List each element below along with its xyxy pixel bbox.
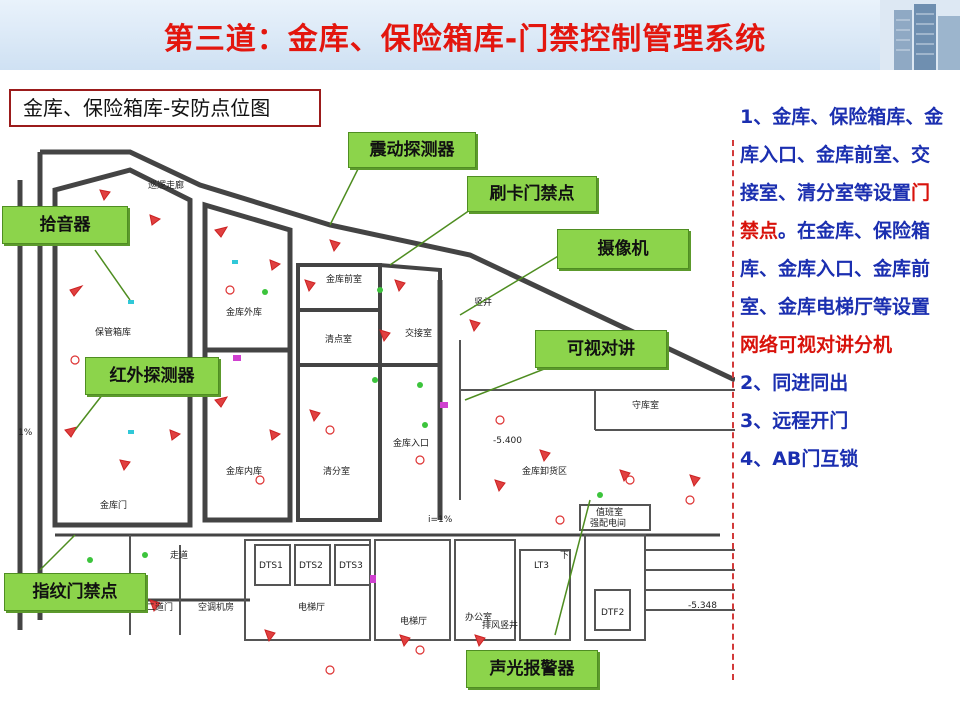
room-label: 金库内库 bbox=[226, 465, 262, 477]
highlight-text: 禁点 bbox=[740, 220, 779, 242]
header-banner: 第三道：金库、保险箱库-门禁控制管理系统 bbox=[0, 0, 960, 70]
list-item: 禁点。在金库、保险箱 bbox=[740, 212, 960, 250]
list-item: 2、同进同出 bbox=[740, 372, 849, 394]
list-item: 库入口、金库前室、交 bbox=[740, 144, 931, 166]
list-text: 接室、清分室等设置 bbox=[740, 182, 912, 204]
level-label: -5.400 bbox=[493, 436, 522, 446]
highlight-text: 门 bbox=[911, 182, 931, 204]
callout-video-intercom: 可视对讲 bbox=[535, 330, 667, 368]
callout-shake-detector: 震动探测器 bbox=[348, 132, 476, 168]
callout-camera: 摄像机 bbox=[557, 229, 689, 269]
list-item: 3、远程开门 bbox=[740, 410, 849, 432]
callout-card-access: 刷卡门禁点 bbox=[467, 176, 597, 212]
room-label: 电梯厅 bbox=[298, 601, 325, 613]
room-label: 清点室 bbox=[325, 333, 352, 345]
level-label: -5.348 bbox=[688, 601, 717, 611]
stair-label: 下 bbox=[560, 551, 569, 561]
feature-list: 1、金库、保险箱库、金 库入口、金库前室、交 接室、清分室等设置门 禁点。在金库… bbox=[740, 98, 960, 478]
room-label: 守库室 bbox=[632, 399, 659, 411]
room-label: 巡逻走廊 bbox=[148, 179, 184, 191]
room-label: 交接室 bbox=[405, 327, 432, 339]
list-item: 接室、清分室等设置门 bbox=[740, 174, 960, 212]
divider bbox=[732, 140, 736, 680]
list-item: 库、金库入口、金库前 bbox=[740, 258, 931, 280]
room-label: LT3 bbox=[534, 561, 549, 571]
callout-sound-pickup: 拾音器 bbox=[2, 206, 128, 244]
room-label: 金库外库 bbox=[226, 306, 262, 318]
room-label: 金库入口 bbox=[393, 437, 429, 449]
building-icon bbox=[880, 0, 960, 70]
room-label: 金库前室 bbox=[326, 273, 362, 285]
room-label: 电梯厅 bbox=[400, 615, 427, 627]
room-label: 空调机房 bbox=[198, 601, 234, 613]
room-label: DTS1 bbox=[259, 561, 283, 571]
room-label: 走道 bbox=[170, 549, 188, 561]
room-label: DTS2 bbox=[299, 561, 323, 571]
list-item: 1、金库、保险箱库、金 bbox=[740, 106, 944, 128]
room-label: 保管箱库 bbox=[95, 326, 131, 338]
room-label: DTF2 bbox=[601, 608, 624, 618]
list-item: 4、AB门互锁 bbox=[740, 448, 859, 470]
room-label: 排风竖井 bbox=[482, 619, 518, 631]
list-text: 。在金库、保险箱 bbox=[778, 220, 931, 242]
map-caption: 金库、保险箱库-安防点位图 bbox=[9, 89, 321, 127]
room-label: 二道门 bbox=[146, 601, 173, 613]
room-label: DTS3 bbox=[339, 561, 363, 571]
room-label: 办公室 bbox=[465, 611, 492, 623]
callout-infrared-detector: 红外探测器 bbox=[85, 357, 219, 395]
room-label: 值班室 bbox=[596, 506, 623, 518]
list-item: 网络可视对讲分机 bbox=[740, 334, 893, 356]
slope-label: 1% bbox=[18, 428, 33, 438]
page-title: 第三道：金库、保险箱库-门禁控制管理系统 bbox=[163, 22, 767, 57]
floor-plan: 巡逻走廊 保管箱库 金库外库 金库前室 清点室 交接室 竖井 金库内库 清分室 … bbox=[17, 149, 735, 675]
callout-fingerprint-access: 指纹门禁点 bbox=[4, 573, 146, 611]
room-label: 强配电间 bbox=[590, 517, 626, 529]
callout-sound-light-alarm: 声光报警器 bbox=[466, 650, 598, 688]
list-item: 室、金库电梯厅等设置 bbox=[740, 296, 931, 318]
room-label: 金库门 bbox=[100, 499, 127, 511]
slope-label: i=1% bbox=[428, 515, 453, 525]
room-label: 金库卸货区 bbox=[522, 465, 567, 477]
room-label: 清分室 bbox=[323, 465, 350, 477]
